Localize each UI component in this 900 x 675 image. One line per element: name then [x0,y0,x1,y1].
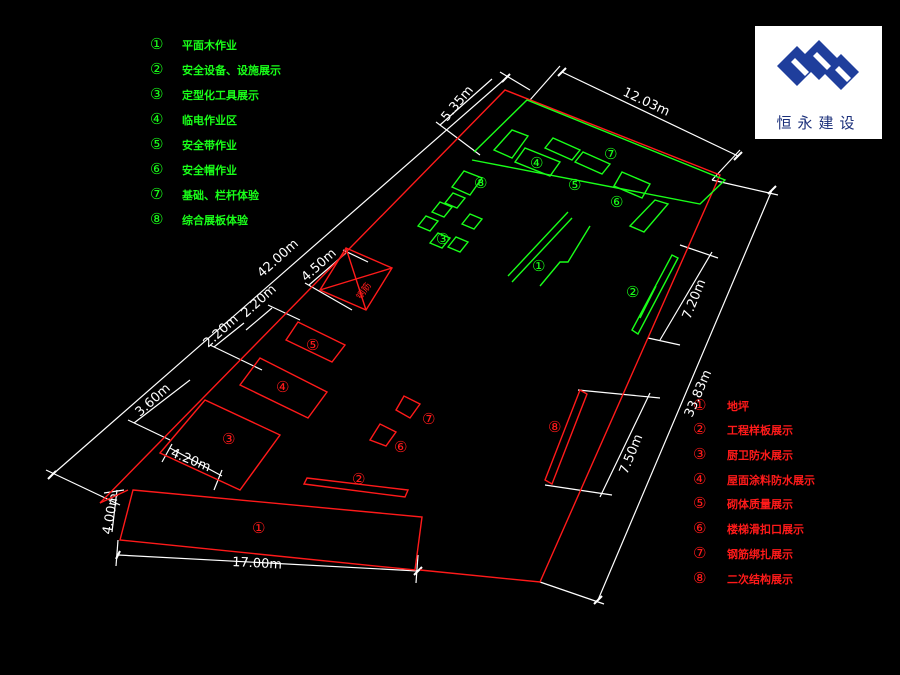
red-legend-num-5: ⑤ [693,494,706,512]
green-legend-num-4: ④ [150,110,163,128]
zone-red-6a [368,423,398,447]
plan-label-green-3: ③ [436,230,449,248]
plan-label-green-7: ⑦ [604,145,617,163]
plan-label-green-1: ① [532,257,545,275]
dim-top: 12.03m [620,85,672,120]
dim-corner: 4.00m [100,492,122,536]
plan-label-green-2: ② [626,283,639,301]
green-zones [416,99,727,336]
red-legend-num-2: ② [693,420,706,438]
red-legend-num-4: ④ [693,470,706,488]
green-legend: ① 平面木作业 ② 安全设备、设施展示 ③ 定型化工具展示 ④ 临电作业区 ⑤ … [150,35,281,228]
red-legend-num-3: ③ [693,445,706,463]
dim-left-long: 42.00m [255,236,302,281]
dim-top-left: 5.35m [439,83,477,125]
green-legend-text-8: 综合展板体验 [182,213,249,227]
logo-mark-icon [777,40,859,90]
green-legend-text-2: 安全设备、设施展示 [182,63,281,77]
green-legend-text-4: 临电作业区 [182,113,237,127]
green-legend-text-6: 安全帽作业 [182,163,237,177]
zone-red-3 [158,399,282,491]
dim-right-long: 33.83m [682,368,715,420]
plan-label-green-5: ⑤ [568,176,581,194]
red-legend-text-7: 钢筋绑扎展示 [727,547,793,561]
green-legend-num-2: ② [150,60,163,78]
red-legend-num-8: ⑧ [693,569,706,587]
plan-label-red-8: ⑧ [548,418,561,436]
logo-text: 恒永建设 [776,114,861,132]
zone-green-5 [631,254,679,336]
plan-label-green-6: ⑥ [610,193,623,211]
red-legend-text-1: 地坪 [727,399,749,413]
green-legend-num-6: ⑥ [150,160,163,178]
plan-label-red-7: ⑦ [422,410,435,428]
dim-bottom: 17.00m [232,555,283,573]
zone-red-5 [284,321,347,363]
green-legend-text-7: 基础、栏杆体验 [181,188,260,202]
red-plan-labels: ① ② ③ ④ ⑤ ⑥ ⑦ ⑧ 钢筋 [222,280,561,537]
plan-label-green-8: ⑧ [474,174,487,192]
plan-label-red-3: ③ [222,430,235,448]
red-legend-text-8: 二次结构展示 [727,572,793,586]
dim-box-3: 2.20m [201,312,242,351]
green-legend-num-7: ⑦ [150,185,163,203]
zone-green-7 [471,99,727,205]
green-legend-text-1: 平面木作业 [182,38,237,52]
cross-box-label: 钢筋 [354,280,374,302]
site-boundary [99,89,721,583]
red-legend-text-2: 工程样板展示 [727,423,793,437]
zone-red-1 [119,489,423,571]
zone-red-4 [238,357,329,419]
plan-label-red-1: ① [252,519,265,537]
plan-label-red-5: ⑤ [306,336,319,354]
red-zones [119,247,588,571]
zone-red-2 [302,477,410,498]
dimension-ticks [47,67,777,605]
dim-box-2: 2.20m [239,282,280,321]
green-legend-num-1: ① [150,35,163,53]
zone-red-7a [395,395,422,419]
green-legend-num-3: ③ [150,85,163,103]
green-legend-num-5: ⑤ [150,135,163,153]
dim-right-red: 7.50m [617,432,646,476]
company-logo: 恒永建设 [755,26,882,139]
red-legend-text-6: 楼梯滑扣口展示 [727,522,804,536]
green-plan-labels: ① ② ③ ④ ⑤ ⑥ ⑦ ⑧ [436,145,639,301]
red-legend-num-1: ① [693,396,706,414]
red-legend-text-5: 砌体质量展示 [726,497,793,511]
red-legend-num-7: ⑦ [693,544,706,562]
plan-label-red-6: ⑥ [394,438,407,456]
red-legend-text-4: 屋面涂料防水展示 [727,473,815,487]
green-legend-text-3: 定型化工具展示 [182,88,259,102]
red-legend: ① 地坪 ② 工程样板展示 ③ 厨卫防水展示 ④ 屋面涂料防水展示 ⑤ 砌体质量… [693,396,815,587]
green-legend-num-8: ⑧ [150,210,163,228]
plan-label-red-2: ② [352,470,365,488]
plan-label-red-4: ④ [276,378,289,396]
red-legend-text-3: 厨卫防水展示 [727,448,793,462]
zone-red-8 [544,388,588,486]
plan-label-green-4: ④ [530,154,543,172]
red-legend-num-6: ⑥ [693,519,706,537]
green-legend-text-5: 安全带作业 [182,138,237,152]
dimension-lines [45,65,779,605]
